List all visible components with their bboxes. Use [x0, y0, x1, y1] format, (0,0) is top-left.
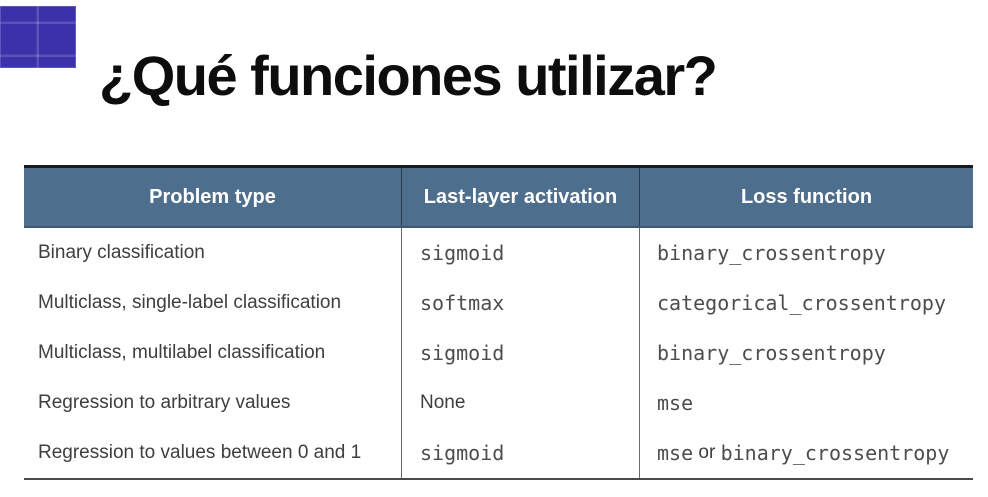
table-row: Regression to values between 0 and 1 sig…	[24, 428, 973, 478]
problem-type-cell: Multiclass, single-label classification	[24, 278, 402, 328]
activation-cell: sigmoid	[402, 328, 640, 378]
table-header-loss-function: Loss function	[740, 185, 873, 208]
loss-value-2: binary_crossentropy	[720, 441, 950, 465]
loss-function-table: Problem type Last-layer activation Loss …	[24, 165, 973, 480]
activation-cell: sigmoid	[402, 428, 640, 478]
table-row: Multiclass, multilabel classification si…	[24, 328, 973, 378]
loss-value: categorical_crossentropy	[657, 291, 946, 315]
activation-value: sigmoid	[420, 341, 505, 365]
loss-value: mse	[657, 391, 694, 415]
table-header-row: Problem type Last-layer activation Loss …	[24, 168, 973, 228]
table-header-last-layer-activation: Last-layer activation	[402, 168, 640, 226]
activation-value: softmax	[420, 291, 505, 315]
loss-separator: or	[693, 442, 721, 463]
activation-cell: sigmoid	[402, 228, 640, 278]
brand-logo-icon	[0, 6, 76, 68]
activation-cell: None	[402, 378, 640, 428]
loss-value: binary_crossentropy	[657, 241, 886, 265]
activation-value: None	[420, 392, 466, 413]
loss-function-cell: mse or binary_crossentropy	[640, 428, 973, 478]
loss-function-cell: binary_crossentropy	[640, 228, 973, 278]
loss-function-cell: categorical_crossentropy	[640, 278, 973, 328]
problem-type-cell: Regression to arbitrary values	[24, 378, 402, 428]
page-title: ¿Qué funciones utilizar?	[99, 43, 718, 107]
loss-value: binary_crossentropy	[657, 341, 886, 365]
activation-value: sigmoid	[420, 441, 505, 465]
loss-function-cell: binary_crossentropy	[640, 328, 973, 378]
table-header-problem-type: Problem type	[24, 168, 402, 226]
table-row: Multiclass, single-label classification …	[24, 278, 973, 328]
loss-function-cell: mse	[640, 378, 973, 428]
problem-type-cell: Binary classification	[24, 228, 402, 278]
activation-cell: softmax	[402, 278, 640, 328]
loss-value: mse	[657, 441, 694, 465]
problem-type-cell: Multiclass, multilabel classification	[24, 328, 402, 378]
activation-value: sigmoid	[420, 241, 505, 265]
table-row: Binary classification sigmoid binary_cro…	[24, 228, 973, 278]
table-row: Regression to arbitrary values None mse	[24, 378, 973, 428]
problem-type-cell: Regression to values between 0 and 1	[24, 428, 402, 478]
